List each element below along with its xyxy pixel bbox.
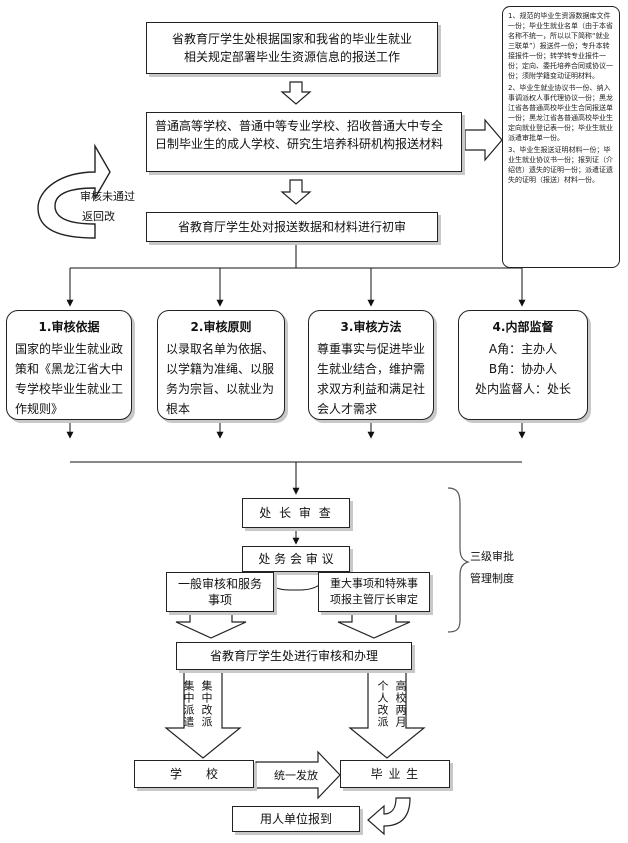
school-text: 学 校 xyxy=(169,767,218,781)
major-items-line2: 项报主管厅长审定 xyxy=(330,593,418,606)
reject-label-line2: 返回改 xyxy=(82,210,115,223)
unified-issue-label: 统一发放 xyxy=(274,769,318,782)
return-curve-arrow xyxy=(367,797,411,836)
director-review-text: 处 长 审 查 xyxy=(259,506,333,520)
employer-report-text: 用人单位报到 xyxy=(259,812,332,826)
hollow-down-arrow xyxy=(348,671,426,759)
hollow-right-arrow xyxy=(255,750,341,800)
materials-note-2: 2、毕业生就业协议书一份、纳入事调派权人事代理协议一份；黑龙江省各普通高校毕业生… xyxy=(508,84,613,142)
general-items-line1: 一般审核和服务 xyxy=(177,577,262,591)
director-review-box: 处 长 审 查 xyxy=(242,498,350,528)
hollow-right-arrow xyxy=(464,118,503,162)
central-reassign-label: 集中改派 xyxy=(200,680,213,728)
central-dispatch-label: 集中派遣 xyxy=(182,680,195,728)
general-items-box: 一般审核和服务 事项 xyxy=(166,572,274,612)
two-months-label: 高校两月 xyxy=(394,680,407,728)
review-method-body: 尊重事实与促进毕业生就业结合，维护需求双方利益和满足社会人才需求 xyxy=(317,342,426,416)
personal-reassign-label: 个人改派 xyxy=(376,680,389,728)
supervision-b-role: B角：协办人 xyxy=(488,362,558,376)
hollow-down-arrow xyxy=(280,179,312,205)
supervision-a-role: A角：主办人 xyxy=(488,342,558,356)
process-handling-box: 省教育厅学生处进行审核和办理 xyxy=(176,642,412,670)
hollow-down-arrow xyxy=(280,81,312,105)
materials-note-1: 1、规范的毕业生资源数据库文件一份；毕业生就业名单（由于本省名称不统一，所以以下… xyxy=(508,12,613,80)
school-box: 学 校 xyxy=(134,760,254,788)
top-notice-line2: 相关规定部署毕业生资源信息的报送工作 xyxy=(183,50,400,64)
major-items-line1: 重大事项和特殊事 xyxy=(330,577,418,590)
review-principle-title: 2.审核原则 xyxy=(190,320,252,334)
review-method-card: 3.审核方法 尊重事实与促进毕业生就业结合，维护需求双方利益和满足社会人才需求 xyxy=(308,310,434,420)
major-items-box: 重大事项和特殊事 项报主管厅长审定 xyxy=(318,572,430,612)
internal-supervision-card: 4.内部监督 A角：主办人 B角：协办人 处内监督人：处长 xyxy=(458,310,588,420)
materials-note-3: 3、毕业生报送证明材料一份；毕业生就业协议书一份；报到证（介绍信）遗失的证明一份… xyxy=(508,146,613,184)
internal-supervision-title: 4.内部监督 xyxy=(492,320,554,334)
reject-label-line1: 审核未通过 xyxy=(80,190,135,203)
hollow-down-arrow xyxy=(175,613,247,639)
office-meeting-box: 处 务 会 审 议 xyxy=(242,546,350,572)
review-basis-title: 1.审核依据 xyxy=(38,320,100,334)
review-principle-body: 以录取名单为依据、以学籍为准绳、以服务为宗旨、以就业为根本 xyxy=(166,342,275,416)
submit-materials-text: 普通高等学校、普通中等专业学校、招收普通大中专全日制毕业生的成人学校、研究生培养… xyxy=(155,119,444,151)
general-items-line2: 事项 xyxy=(207,593,232,607)
three-level-bracket xyxy=(447,487,470,633)
initial-review-text: 省教育厅学生处对报送数据和材料进行初审 xyxy=(177,220,406,234)
graduate-box: 毕 业 生 xyxy=(340,760,450,788)
three-level-label: 三级审批 管理制度 xyxy=(470,546,550,590)
hollow-down-arrow xyxy=(164,671,242,759)
top-notice-line1: 省教育厅学生处根据国家和我省的毕业生就业 xyxy=(171,32,412,46)
submit-materials-box: 普通高等学校、普通中等专业学校、招收普通大中专全日制毕业生的成人学校、研究生培养… xyxy=(146,112,462,172)
reject-label: 审核未通过 返回改 xyxy=(80,190,150,224)
return-curve-arrow xyxy=(37,143,111,239)
employer-report-box: 用人单位报到 xyxy=(232,806,360,832)
initial-review-box: 省教育厅学生处对报送数据和材料进行初审 xyxy=(146,212,438,242)
review-basis-body: 国家的毕业生就业政策和《黑龙江省大中专学校毕业生就业工作规则》 xyxy=(15,342,124,416)
graduate-text: 毕 业 生 xyxy=(370,767,420,781)
review-principle-card: 2.审核原则 以录取名单为依据、以学籍为准绳、以服务为宗旨、以就业为根本 xyxy=(157,310,285,420)
supervision-monitor: 处内监督人：处长 xyxy=(474,382,571,396)
hollow-down-arrow xyxy=(337,613,411,639)
materials-note-box: 1、规范的毕业生资源数据库文件一份；毕业生就业名单（由于本省名称不统一，所以以下… xyxy=(502,6,620,268)
process-handling-text: 省教育厅学生处进行审核和办理 xyxy=(209,649,378,663)
top-notice-box: 省教育厅学生处根据国家和我省的毕业生就业 相关规定部署毕业生资源信息的报送工作 xyxy=(146,22,438,74)
review-basis-card: 1.审核依据 国家的毕业生就业政策和《黑龙江省大中专学校毕业生就业工作规则》 xyxy=(6,310,132,420)
review-method-title: 3.审核方法 xyxy=(340,320,402,334)
office-meeting-text: 处 务 会 审 议 xyxy=(258,552,334,566)
three-level-line1: 三级审批 xyxy=(470,550,514,563)
three-level-line2: 管理制度 xyxy=(470,572,514,585)
